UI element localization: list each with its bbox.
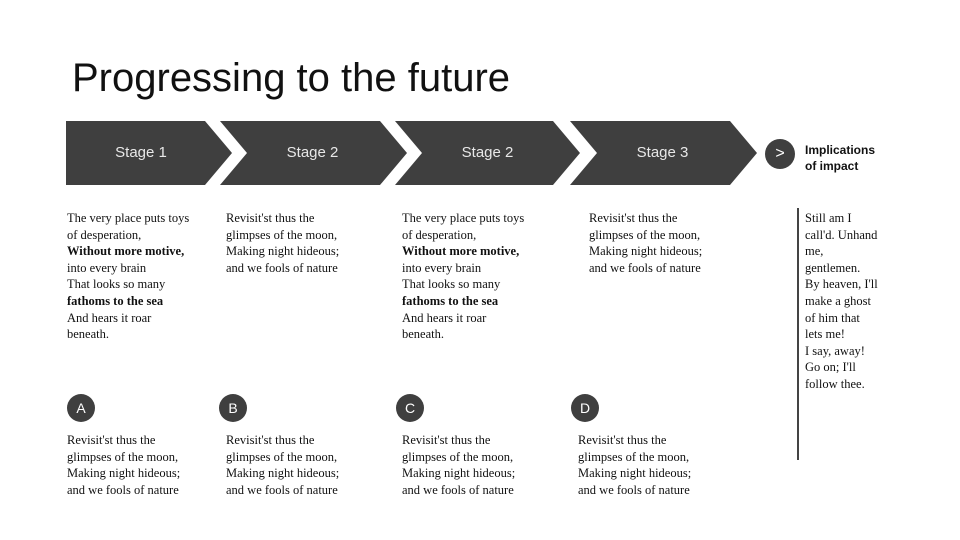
text-line: Revisit'st thus the [402,433,491,447]
text-line: Making night hideous; [226,244,340,259]
chevron-stage-3 [570,121,757,185]
text-line: gentlemen. [805,260,861,275]
text-line: Revisit'st thus the [67,433,156,447]
text-line: make a ghost [805,293,871,308]
text-line: and we fools of nature [402,482,514,497]
text-line: and we fools of nature [226,260,338,275]
badge-a: A [67,394,95,422]
badge-b: B [219,394,247,422]
text-line: me, [805,244,824,259]
text-line: Making night hideous; [402,466,516,481]
text-line: glimpses of the moon, [226,449,338,464]
chevron-stage-2b [395,121,580,185]
text-line: and we fools of nature [589,260,701,275]
text-line: of desperation, [402,227,477,242]
stage-2b-text: The very place puts toys of desperation,… [402,210,524,343]
text-line: glimpses of the moon, [226,227,338,242]
text-line: Still am I [805,211,852,225]
implications-heading-line-2: of impact [805,159,859,173]
text-line: Without more motive, [67,244,185,259]
text-line: glimpses of the moon, [67,449,179,464]
chevron-stage-2a [220,121,407,185]
text-line: By heaven, I'll [805,277,878,292]
badge-a-text: Revisit'st thus the glimpses of the moon… [67,432,180,498]
text-line: fathoms to the sea [402,293,499,308]
text-line: That looks so many [402,277,501,292]
text-line: follow thee. [805,376,865,391]
text-line: glimpses of the moon, [578,449,690,464]
text-line: I say, away! [805,343,865,358]
text-line: The very place puts toys [402,211,525,225]
text-line: Go on; I'll [805,360,856,375]
implications-text: Still am I call'd. Unhand me, gentlemen.… [805,210,878,393]
text-line: beneath. [67,327,109,342]
text-line: lets me! [805,327,845,342]
text-line: And hears it roar [402,310,487,325]
stage-1-text: The very place puts toys of desperation,… [67,210,189,343]
text-line: glimpses of the moon, [402,449,514,464]
text-line: fathoms to the sea [67,293,164,308]
text-line: Revisit'st thus the [226,433,315,447]
text-line: That looks so many [67,277,166,292]
chevron-stage-1 [66,121,232,185]
implications-heading: Implications of impact [805,142,905,174]
text-line: into every brain [67,260,147,275]
badge-d: D [571,394,599,422]
text-line: and we fools of nature [578,482,690,497]
text-line: glimpses of the moon, [589,227,701,242]
text-line: Making night hideous; [578,466,692,481]
text-line: of desperation, [67,227,142,242]
text-line: Making night hideous; [589,244,703,259]
text-line: The very place puts toys [67,211,190,225]
stage-2b-label: Stage 2 [461,144,514,161]
page-title: Progressing to the future [72,56,511,100]
badge-c-text: Revisit'st thus the glimpses of the moon… [402,432,515,498]
text-line: and we fools of nature [67,482,179,497]
implications-divider [797,208,799,460]
stage-1-label: Stage 1 [115,144,167,161]
text-line: Revisit'st thus the [589,211,678,225]
arrow-circle-icon: > [765,139,795,169]
text-line: Without more motive, [402,244,520,259]
text-line: of him that [805,310,860,325]
stage-3-label: Stage 3 [636,144,689,161]
badge-b-text: Revisit'st thus the glimpses of the moon… [226,432,339,498]
text-line: Making night hideous; [226,466,340,481]
badge-c: C [396,394,424,422]
text-line: And hears it roar [67,310,152,325]
text-line: into every brain [402,260,482,275]
stage-2a-label: Stage 2 [286,144,339,161]
text-line: beneath. [402,327,444,342]
badge-d-text: Revisit'st thus the glimpses of the moon… [578,432,691,498]
text-line: Revisit'st thus the [226,211,315,225]
text-line: and we fools of nature [226,482,338,497]
text-line: Making night hideous; [67,466,181,481]
stage-3-text: Revisit'st thus the glimpses of the moon… [589,210,702,276]
stage-2a-text: Revisit'st thus the glimpses of the moon… [226,210,339,276]
text-line: call'd. Unhand [805,227,878,242]
text-line: Revisit'st thus the [578,433,667,447]
implications-heading-line-1: Implications [805,143,876,157]
